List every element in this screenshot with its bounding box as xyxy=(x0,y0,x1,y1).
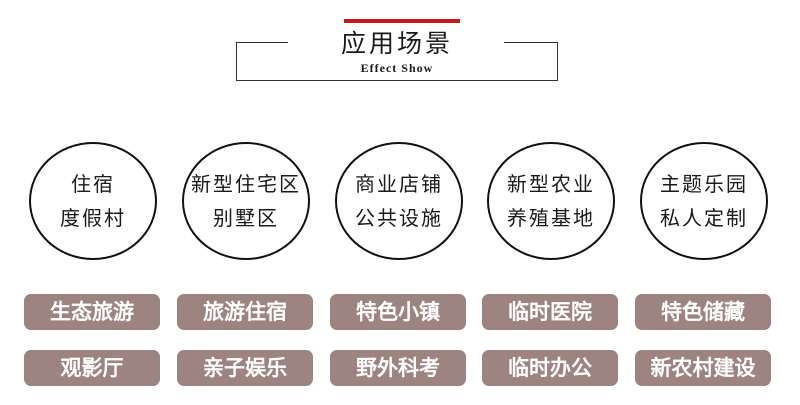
scene-circle-3: 商业店铺 公共设施 xyxy=(335,142,463,260)
scene-tag: 特色储藏 xyxy=(635,294,771,330)
scene-circle-label: 公共设施 xyxy=(355,206,443,230)
scene-circle-label: 度假村 xyxy=(60,206,126,230)
scene-circle-label: 主题乐园 xyxy=(660,172,748,196)
scene-circle-4: 新型农业 养殖基地 xyxy=(487,142,615,260)
header-line-right xyxy=(504,42,557,43)
scene-tag: 旅游住宿 xyxy=(177,294,313,330)
header-frame xyxy=(236,42,558,81)
scene-circle-2: 新型住宅区 别墅区 xyxy=(182,142,310,260)
scene-circle-label: 新型农业 xyxy=(507,172,595,196)
scene-circle-label: 私人定制 xyxy=(660,206,748,230)
accent-bar xyxy=(344,19,460,23)
page-title: 应用场景 xyxy=(340,29,453,58)
scene-circle-label: 别墅区 xyxy=(213,206,279,230)
scene-circle-label: 住宿 xyxy=(71,172,115,196)
scene-circle-label: 新型住宅区 xyxy=(191,172,301,196)
page-subtitle: Effect Show xyxy=(360,61,434,75)
scene-circle-label: 商业店铺 xyxy=(355,172,443,196)
scene-tag: 临时办公 xyxy=(482,350,618,386)
scene-circle-1: 住宿 度假村 xyxy=(29,142,157,260)
scene-circle-label: 养殖基地 xyxy=(507,206,595,230)
scene-tag: 临时医院 xyxy=(482,294,618,330)
scene-tag: 野外科考 xyxy=(330,350,466,386)
scene-tag: 特色小镇 xyxy=(330,294,466,330)
header-line-left xyxy=(236,42,288,43)
scene-tag: 观影厅 xyxy=(24,350,160,386)
scene-tag: 新农村建设 xyxy=(635,350,771,386)
scene-tag: 亲子娱乐 xyxy=(177,350,313,386)
scene-tag: 生态旅游 xyxy=(24,294,160,330)
scene-circle-5: 主题乐园 私人定制 xyxy=(640,142,768,260)
